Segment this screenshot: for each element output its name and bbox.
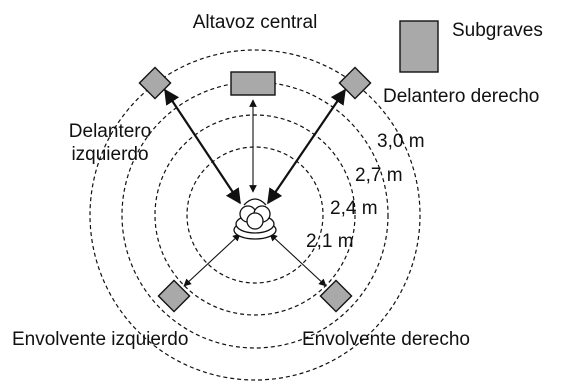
arrow-surround-right	[269, 233, 327, 287]
speaker-arrows	[164, 88, 346, 287]
arrow-surround-left	[183, 233, 241, 287]
listener-icon	[233, 198, 277, 240]
ring-3-0m	[89, 49, 421, 381]
speakers	[138, 20, 439, 313]
surround-left-speaker-icon	[157, 279, 191, 313]
subwoofer-icon	[399, 20, 439, 73]
distance-label-2-1: 2,1 m	[306, 231, 354, 252]
center-speaker-label: Altavoz central	[192, 12, 318, 33]
front-right-speaker-icon	[338, 66, 372, 100]
front-left-label-line1: Delantero	[68, 121, 152, 142]
ring-2-1m	[186, 146, 324, 284]
surround-left-label: Envolvente izquierdo	[12, 329, 189, 350]
front-left-label-line2: izquierdo	[71, 144, 149, 165]
distance-label-3-0: 3,0 m	[377, 131, 425, 152]
front-left-speaker-icon	[138, 66, 172, 100]
distance-label-2-4: 2,4 m	[330, 198, 378, 219]
distance-label-2-7: 2,7 m	[355, 165, 403, 186]
subwoofer-label: Subgraves	[452, 20, 543, 41]
arrow-front-right	[267, 88, 346, 205]
surround-right-label: Envolvente derecho	[302, 329, 470, 350]
surround-right-speaker-icon	[319, 279, 353, 313]
front-right-label: Delantero derecho	[383, 86, 540, 107]
arrow-front-left	[164, 88, 241, 205]
center-speaker-icon	[230, 71, 276, 96]
